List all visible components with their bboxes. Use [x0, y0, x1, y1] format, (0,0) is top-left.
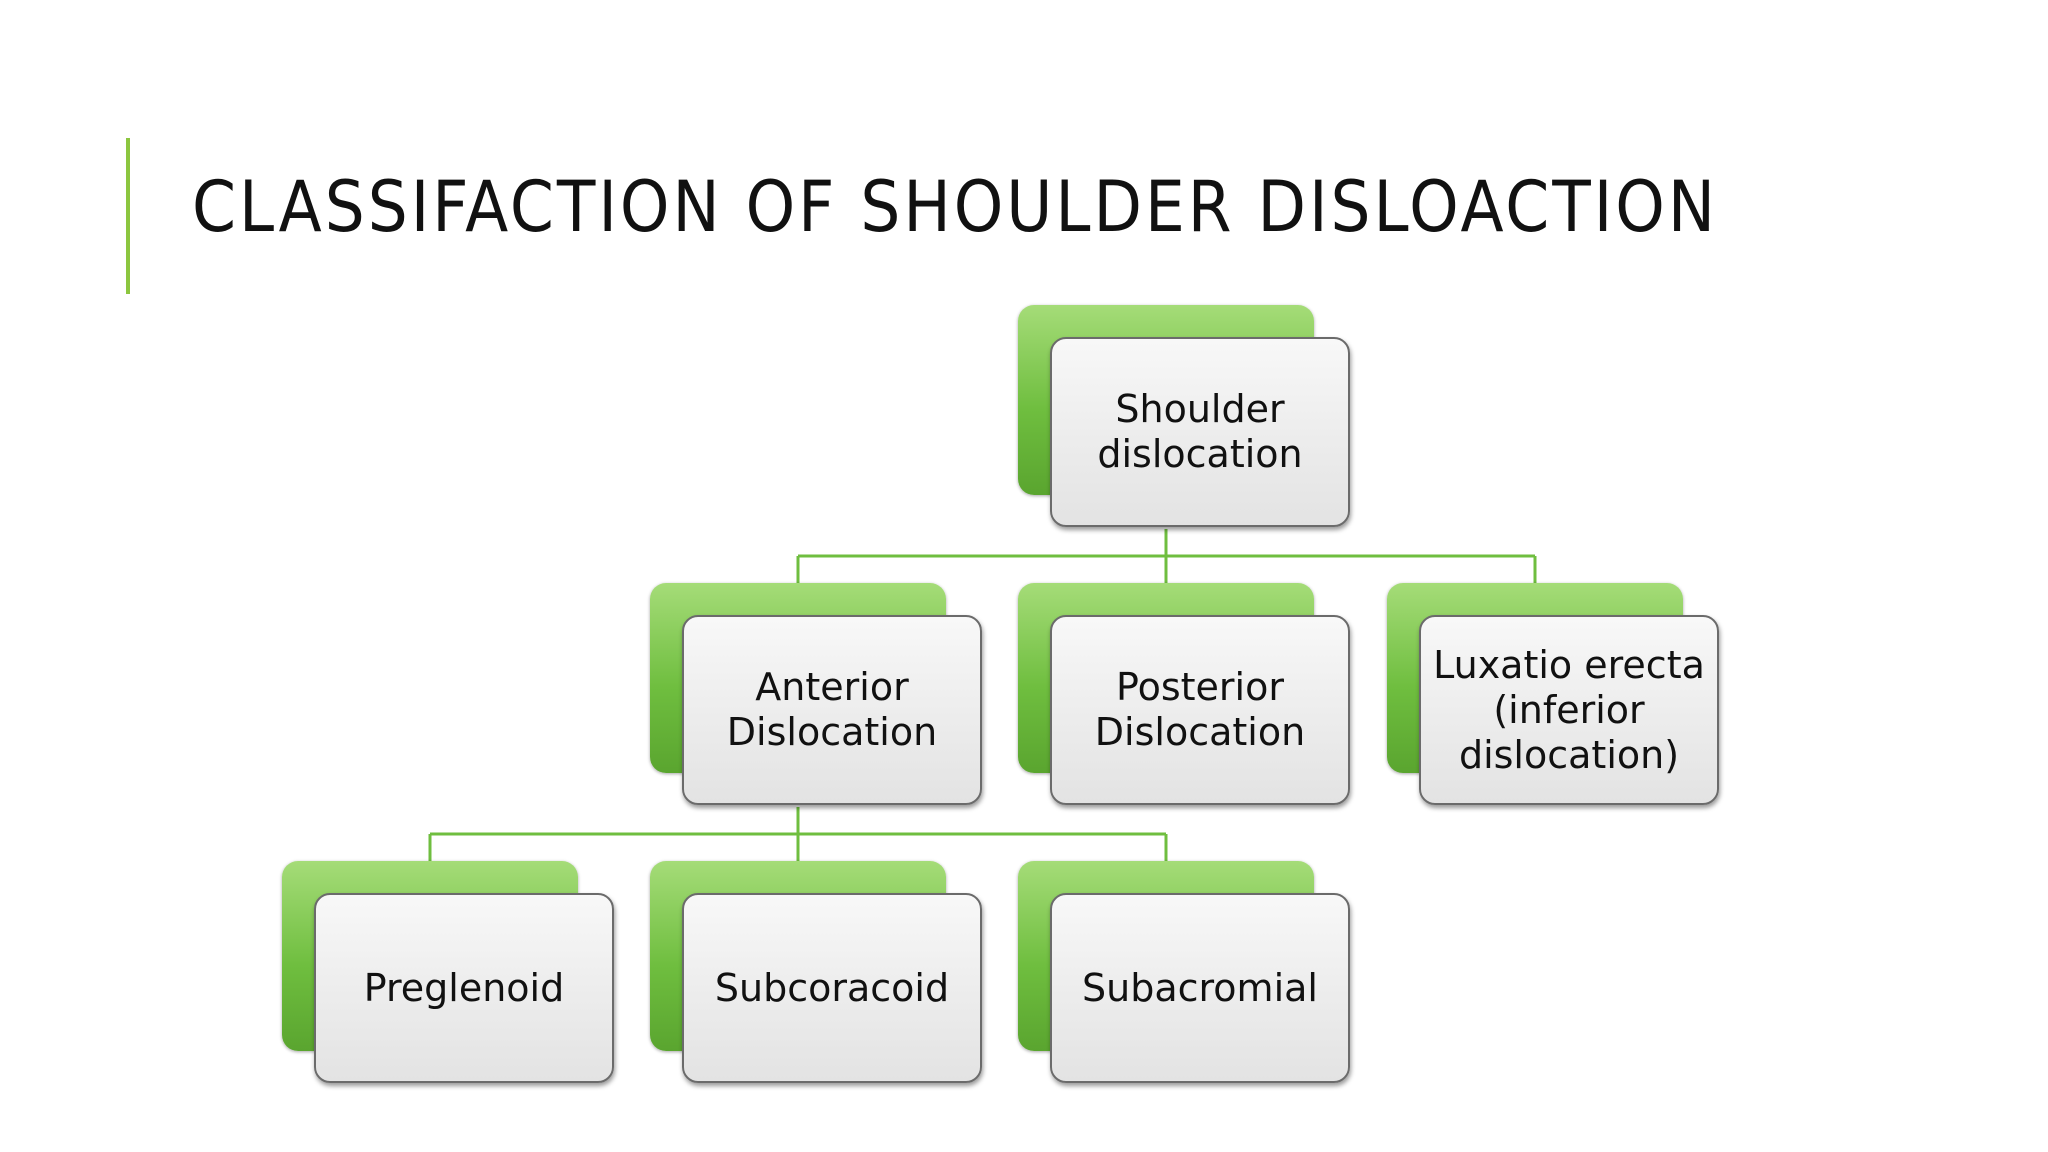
- node-label: Preglenoid: [363, 965, 565, 1010]
- node-label: Subacromial: [1082, 965, 1318, 1010]
- node-box: Subacromial: [1050, 893, 1350, 1083]
- slide-title: CLASSIFACTION OF SHOULDER DISLOACTION: [192, 166, 1718, 248]
- node-label: Subcoracoid: [714, 965, 950, 1010]
- node-preglenoid: Preglenoid: [282, 861, 614, 1085]
- node-subcoracoid: Subcoracoid: [650, 861, 982, 1085]
- node-box: Subcoracoid: [682, 893, 982, 1083]
- node-subacromial: Subacromial: [1018, 861, 1350, 1085]
- node-box: Preglenoid: [314, 893, 614, 1083]
- title-accent-bar: [126, 138, 130, 294]
